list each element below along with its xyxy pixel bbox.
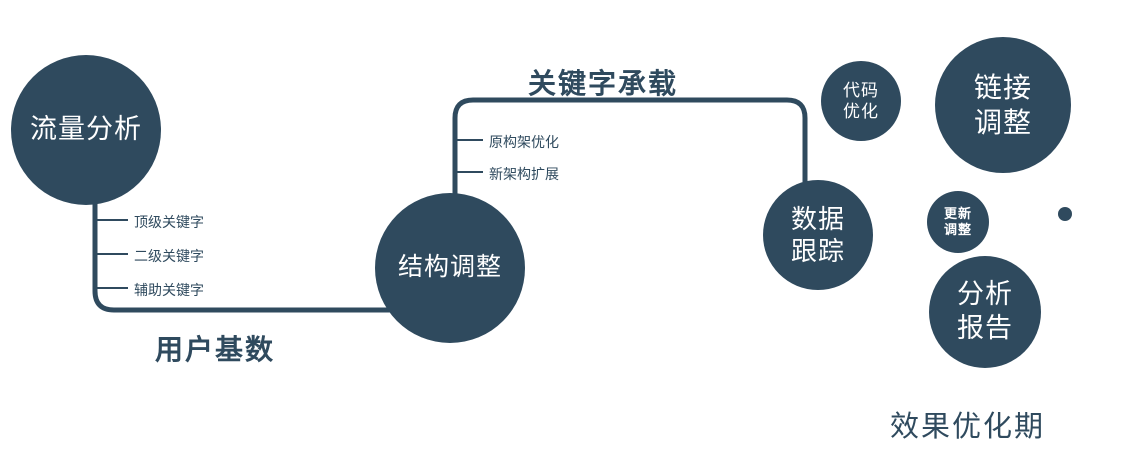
node-analysis-report-line2: 报告 — [957, 313, 1013, 343]
node-data-tracking: 数据 跟踪 — [763, 180, 873, 290]
node-update-adjustment: 更新 调整 — [927, 191, 989, 253]
node-traffic-analysis: 流量分析 — [11, 55, 161, 205]
node-code-optimization-line2: 优化 — [843, 102, 879, 121]
connector-structure-tracking — [452, 97, 808, 200]
branch-top-keywords: 顶级关键字 — [134, 214, 204, 230]
node-update-adjustment-line1: 更新 — [943, 205, 972, 221]
node-data-tracking-line1: 数据 — [790, 203, 845, 234]
node-data-tracking-line2: 跟踪 — [790, 236, 845, 266]
edge-label-user-base: 用户基数 — [155, 334, 276, 365]
node-code-optimization-line1: 代码 — [843, 80, 879, 100]
node-update-adjustment-line2: 调整 — [943, 222, 972, 237]
node-link-adjustment: 链接 调整 — [935, 37, 1071, 173]
branch-new-architecture-expansion: 新架构扩展 — [489, 166, 559, 182]
node-structure-adjustment: 结构调整 — [375, 193, 525, 343]
node-traffic-analysis-label: 流量分析 — [30, 114, 142, 145]
node-structure-adjustment-label: 结构调整 — [397, 253, 502, 282]
branch-original-architecture-optimization: 原构架优化 — [489, 134, 559, 150]
branch-auxiliary-keywords: 辅助关键字 — [134, 282, 204, 298]
node-link-adjustment-line2: 调整 — [973, 107, 1032, 138]
branch-secondary-keywords: 二级关键字 — [134, 248, 204, 264]
edge-label-keyword-bearing: 关键字承载 — [528, 68, 679, 99]
small-dot-marker — [1058, 207, 1072, 221]
node-analysis-report-line1: 分析 — [957, 279, 1013, 310]
node-analysis-report: 分析 报告 — [929, 256, 1041, 368]
node-link-adjustment-line1: 链接 — [973, 72, 1032, 103]
connector-traffic-structure — [92, 190, 395, 313]
node-code-optimization: 代码 优化 — [821, 61, 901, 141]
caption-effect-optimization-period: 效果优化期 — [890, 411, 1046, 443]
